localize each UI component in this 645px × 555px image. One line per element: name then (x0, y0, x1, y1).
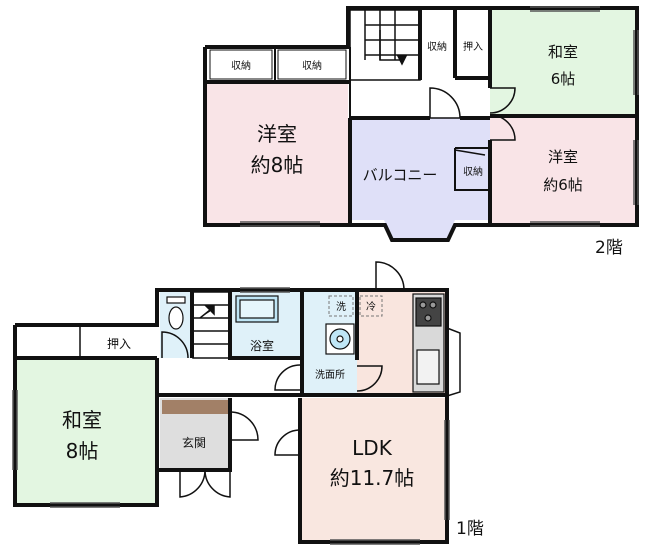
japanese-6-label: 和室 (548, 43, 578, 61)
second-floor-labels: 収納 収納 洋室 約8帖 バルコニー 収納 押入 和室 6帖 収納 洋室 約6帖… (209, 40, 623, 258)
toilet-icon (166, 296, 186, 330)
western-room-6-fill (490, 118, 635, 223)
japanese-8-size: 8帖 (66, 439, 99, 463)
first-floor: 押入 和室 8帖 浴室 玄関 洗 冷 洗面所 LDK 約11.7帖 1階 (12, 261, 484, 545)
oshiire-label-1f: 押入 (107, 337, 131, 351)
washer-label: 洗 (336, 301, 346, 313)
second-floor-windows (240, 6, 639, 227)
first-floor-doors (161, 261, 405, 498)
second-floor-doors (429, 87, 516, 156)
fridge-label: 冷 (366, 300, 376, 313)
japanese-6-size: 6帖 (551, 70, 576, 88)
western-6-size: 約6帖 (543, 176, 583, 194)
western-8-label: 洋室 (257, 122, 297, 146)
storage-label-d: 収納 (463, 165, 483, 178)
second-floor-stairs (349, 9, 421, 81)
oshiire-label-2f: 押入 (463, 40, 483, 53)
first-floor-stairs (192, 291, 231, 359)
western-6-label: 洋室 (548, 148, 578, 166)
bay-window (446, 327, 461, 397)
first-floor-labels: 押入 和室 8帖 浴室 玄関 洗 冷 洗面所 LDK 約11.7帖 1階 (62, 300, 484, 539)
western-8-size: 約8帖 (251, 153, 304, 177)
bathroom-label: 浴室 (250, 338, 274, 353)
first-floor-label: 1階 (456, 519, 484, 539)
ldk-size: 約11.7帖 (330, 466, 415, 490)
ldk-label: LDK (352, 436, 393, 460)
second-floor-walls (203, 6, 639, 242)
japanese-room-8-fill (17, 358, 157, 504)
ldk-fill (300, 398, 445, 540)
bathtub-icon (235, 295, 279, 323)
washroom-label: 洗面所 (315, 369, 345, 381)
storage-label-c: 収納 (427, 40, 447, 53)
shoe-cabinet-fill (162, 400, 228, 414)
kitchen-counter (412, 293, 445, 393)
wash-basin-icon (325, 323, 355, 355)
first-floor-windows (12, 287, 450, 545)
second-floor-label: 2階 (595, 238, 623, 258)
western-room-8-fill (207, 82, 348, 223)
balcony-label: バルコニー (363, 166, 438, 184)
storage-label-a: 収納 (231, 59, 251, 72)
fridge-box (359, 295, 383, 317)
storage-label-b: 収納 (302, 59, 322, 72)
entrance-label: 玄関 (182, 435, 206, 450)
washer-box (328, 295, 354, 317)
japanese-8-label: 和室 (62, 408, 102, 432)
japanese-room-6-fill (490, 10, 635, 115)
second-floor: 収納 収納 洋室 約8帖 バルコニー 収納 押入 和室 6帖 収納 洋室 約6帖… (203, 6, 639, 258)
